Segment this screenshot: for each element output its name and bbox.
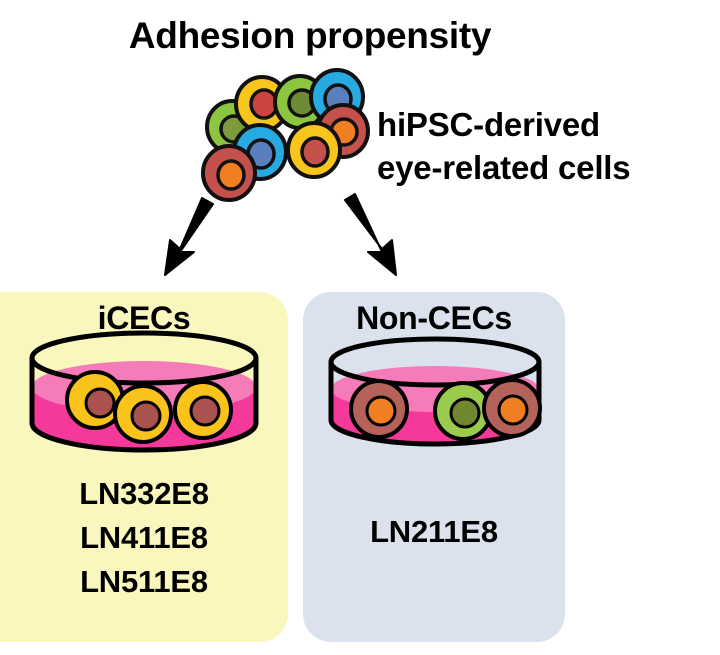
arrow-to-icecs <box>164 197 214 276</box>
cluster-cell-red-lower-left <box>201 144 257 202</box>
panel-list-noncecs: LN211E8 <box>303 510 565 554</box>
arrow-to-noncecs <box>344 193 397 276</box>
panel-title-noncecs: Non-CECs <box>356 300 512 336</box>
panel-icecs[interactable] <box>0 292 288 642</box>
icecs-dish-cell-2 <box>113 384 173 444</box>
list-item: LN511E8 <box>80 564 208 599</box>
noncecs-dish-cell-3 <box>482 378 542 438</box>
hipsc-derived-cell-cluster <box>201 68 370 202</box>
cluster-cell-yellow-lower <box>286 121 342 179</box>
icecs-petri-dish <box>29 330 259 453</box>
list-item: LN211E8 <box>370 514 498 549</box>
source-label-line-2: eye-related cells <box>377 149 631 186</box>
noncecs-dish-cell-1 <box>349 379 409 439</box>
icecs-dish-cell-3 <box>173 380 233 440</box>
noncecs-dish-cell-2 <box>433 381 493 441</box>
figure-title: Adhesion propensity <box>128 15 492 56</box>
list-item: LN411E8 <box>80 520 208 555</box>
panel-title-icecs: iCECs <box>97 300 191 336</box>
panel-list-icecs: LN332E8 LN411E8 LN511E8 <box>0 472 288 604</box>
noncecs-petri-dish <box>328 336 542 447</box>
source-label-line-1: hiPSC-derived <box>377 106 600 143</box>
panel-noncecs[interactable] <box>303 292 565 642</box>
source-label: hiPSC-derived eye-related cells <box>377 103 631 189</box>
list-item: LN332E8 <box>79 476 209 511</box>
